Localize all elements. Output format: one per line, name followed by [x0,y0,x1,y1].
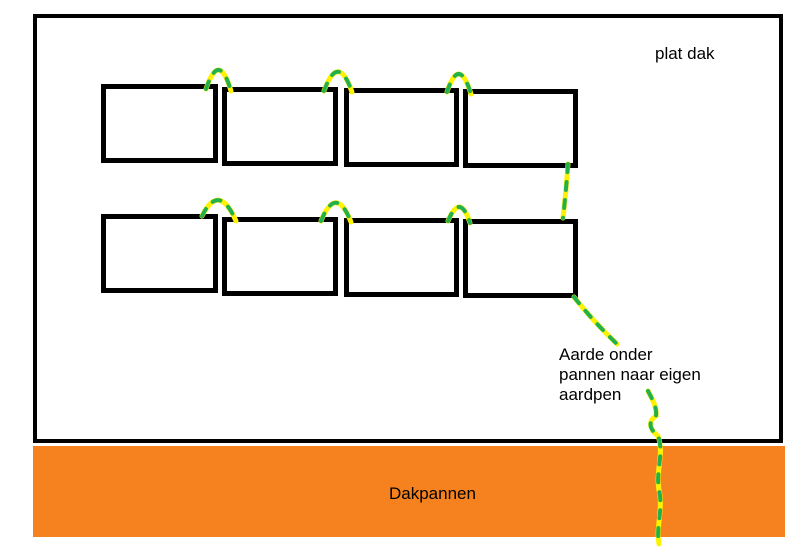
solar-panel-row2-1 [101,214,218,293]
solar-panel-row2-4 [463,219,578,298]
flat-roof-label: plat dak [655,44,715,63]
solar-panel-row2-3 [344,218,459,297]
roof-tiles-label: Dakpannen [389,484,476,503]
solar-panel-row1-1 [101,84,218,163]
solar-panel-row1-4 [463,89,578,168]
solar-panel-row1-3 [344,88,459,167]
ground-note-label: Aarde onder pannen naar eigen aardpen [559,345,701,404]
solar-panel-row1-2 [222,87,338,166]
solar-panel-row2-2 [222,217,338,296]
